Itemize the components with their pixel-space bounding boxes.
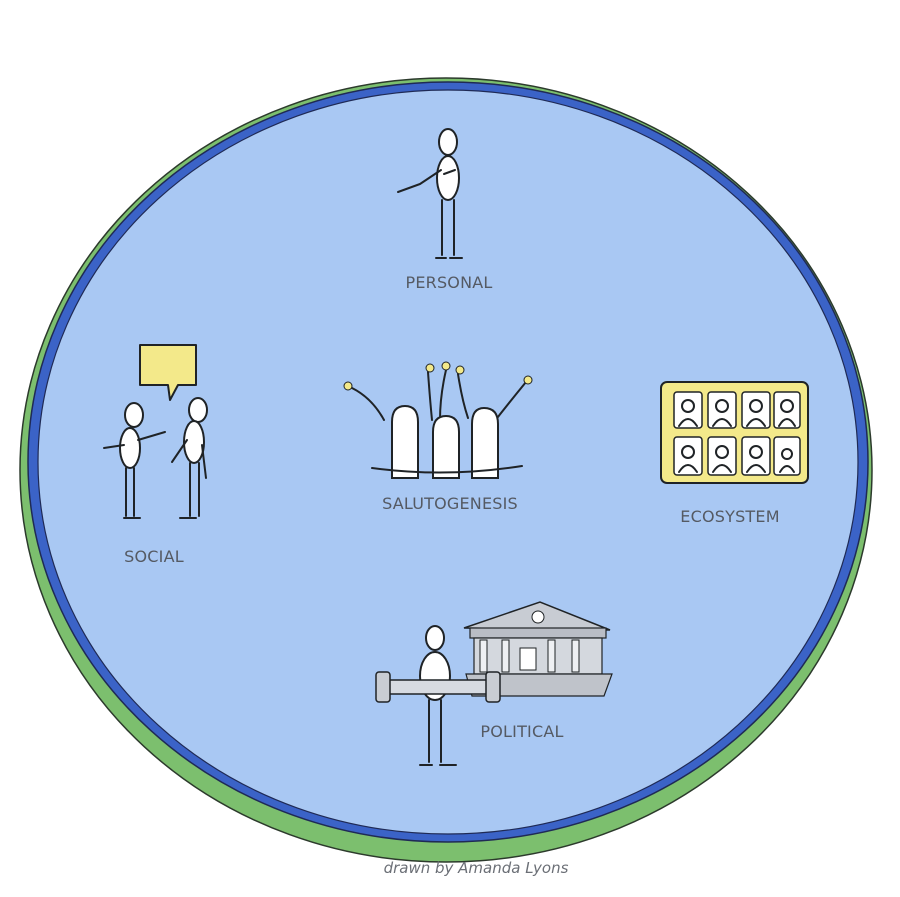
label-salutogenesis: SALUTOGENESIS bbox=[382, 494, 518, 513]
label-political: POLITICAL bbox=[480, 722, 563, 741]
credit-text: drawn by Amanda Lyons bbox=[384, 859, 569, 877]
label-social: SOCIAL bbox=[124, 547, 184, 566]
label-personal: PERSONAL bbox=[405, 273, 492, 292]
ecosystem-grid-icon bbox=[661, 382, 808, 483]
label-ecosystem: ECOSYSTEM bbox=[680, 507, 779, 526]
